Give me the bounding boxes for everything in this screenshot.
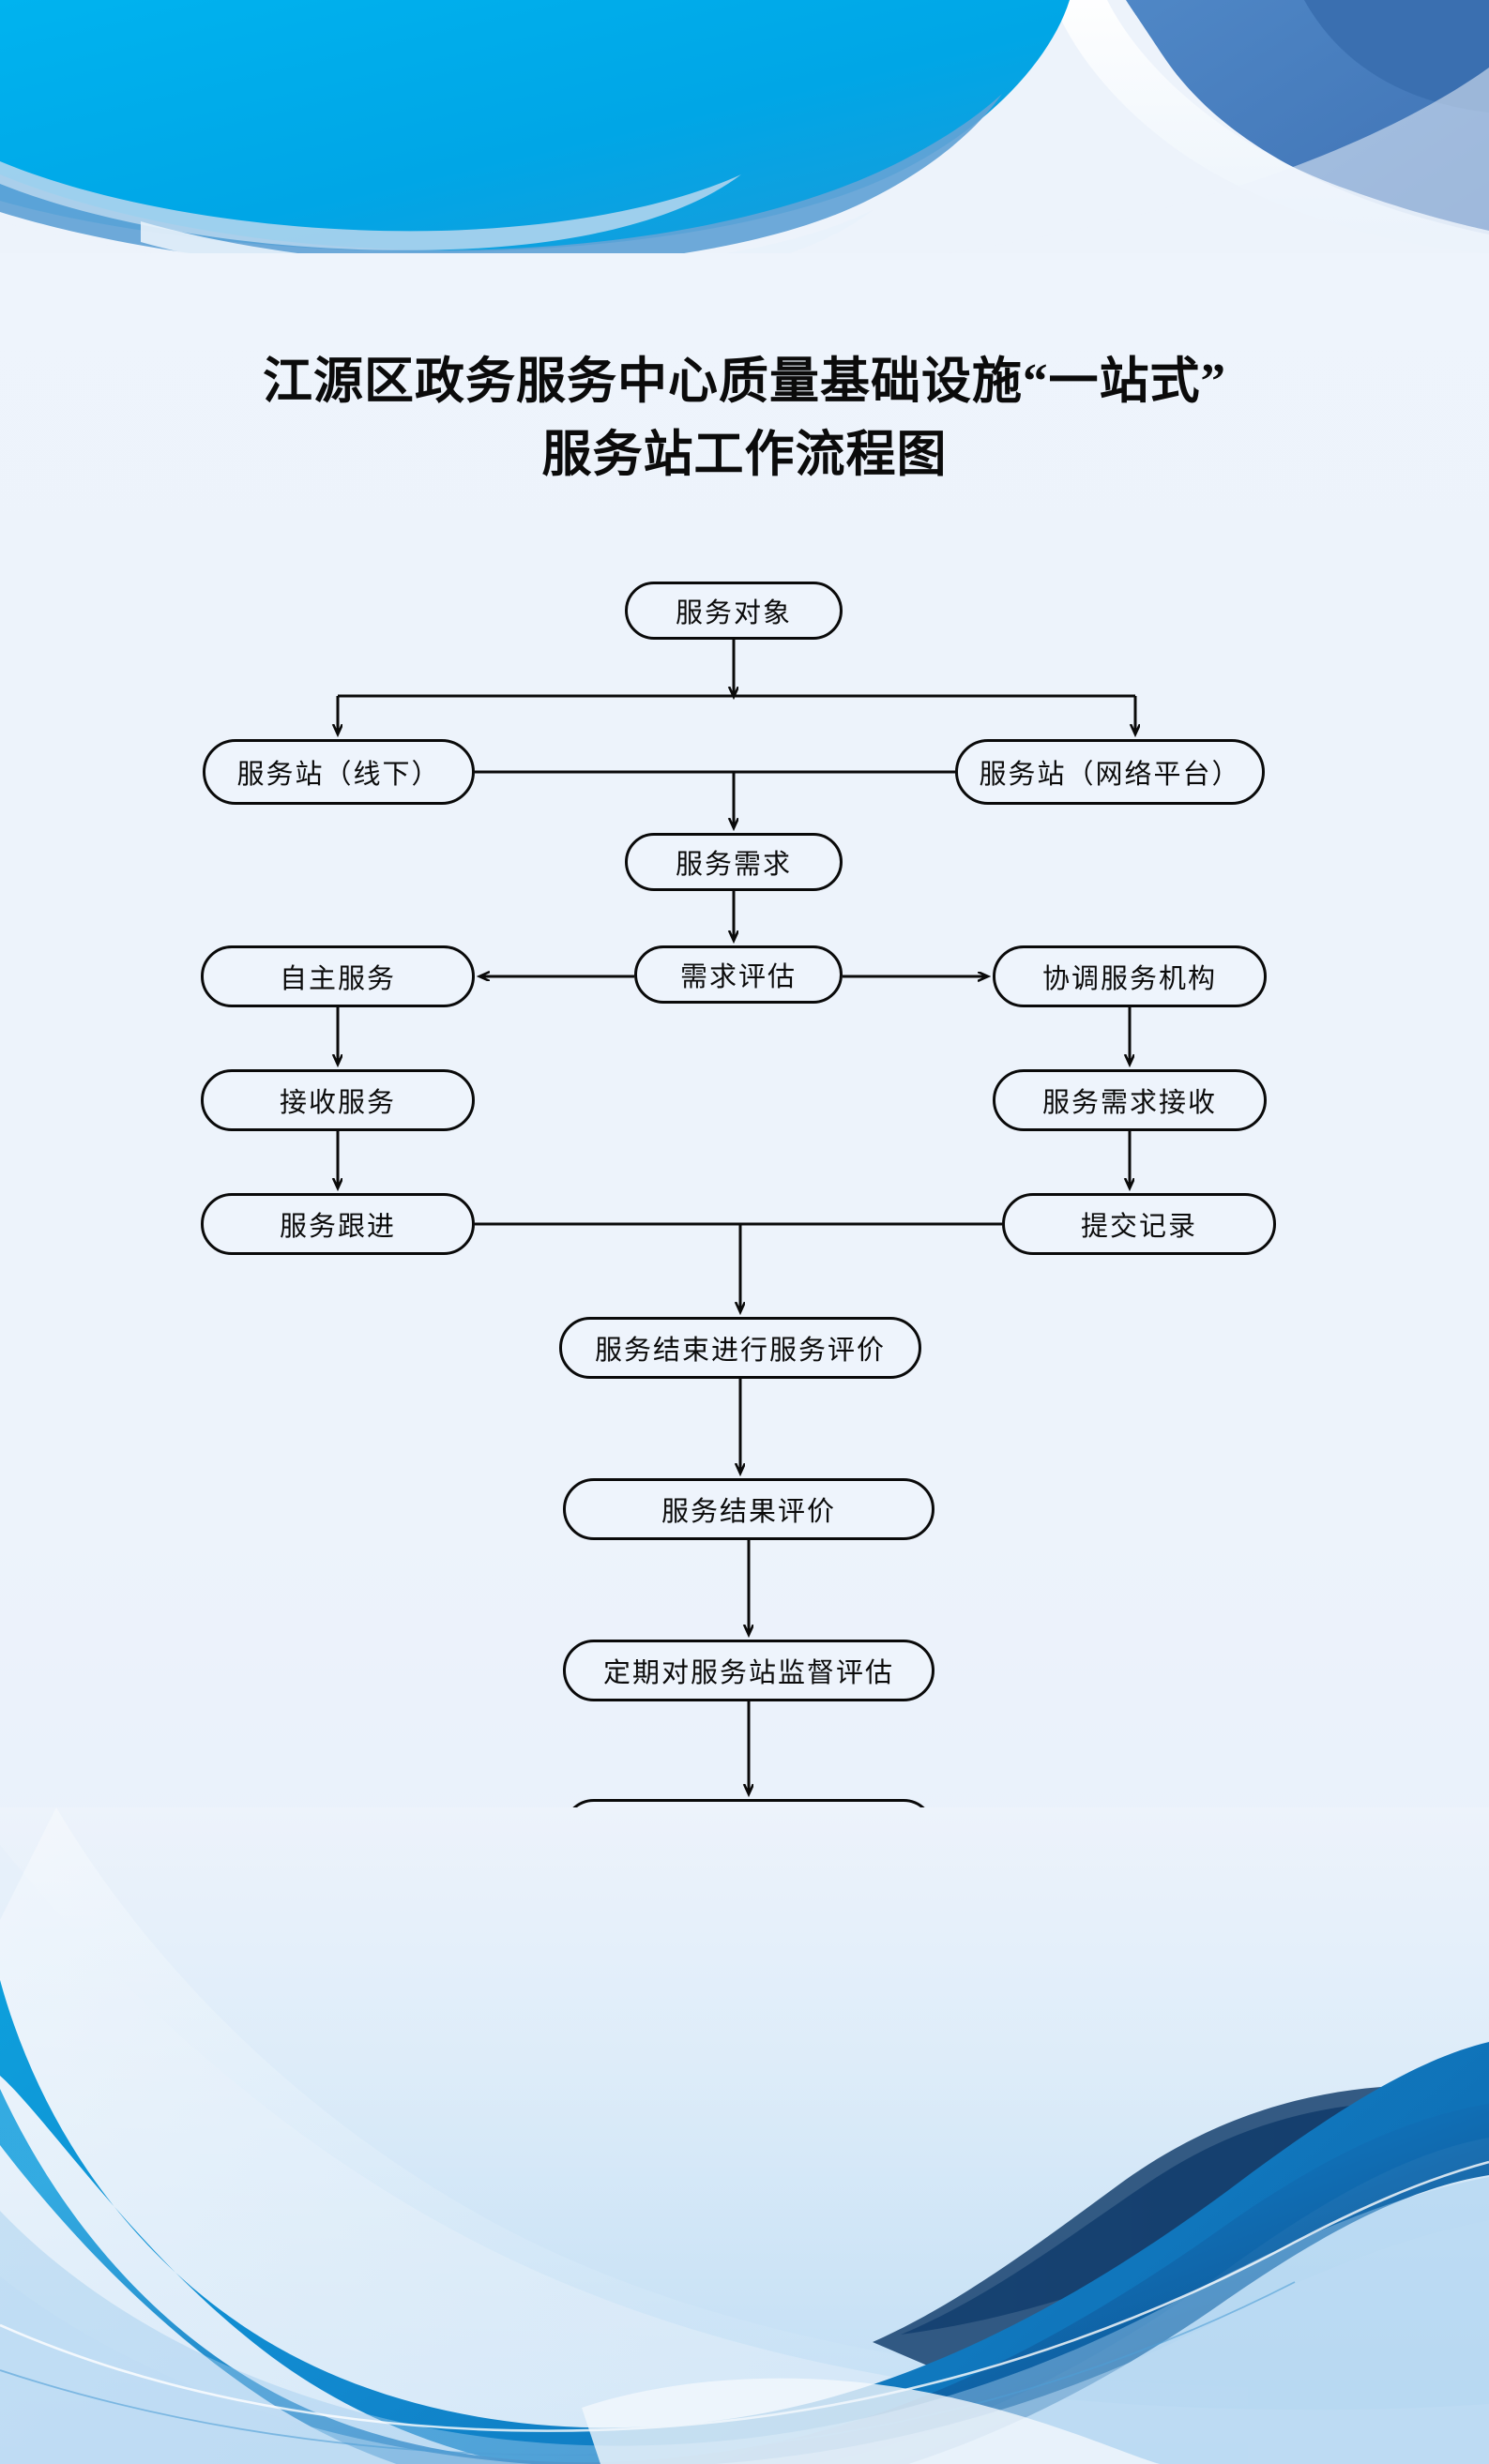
- flow-node-service-demand-reception[interactable]: 服务需求接收: [993, 1069, 1267, 1131]
- title-line-2: 服务站工作流程图: [541, 428, 948, 482]
- flow-node-coordinate-service-agency[interactable]: 协调服务机构: [993, 945, 1267, 1007]
- flow-node-service-follow-up[interactable]: 服务跟进: [201, 1193, 475, 1255]
- flow-node-periodic-supervision-evaluation[interactable]: 定期对服务站监督评估: [563, 1640, 934, 1701]
- title-line-1: 江源区政务服务中心质量基础设施“一站式”: [263, 355, 1226, 409]
- flow-node-self-service[interactable]: 自主服务: [201, 945, 475, 1007]
- poster-title: 江源区政务服务中心质量基础设施“一站式” 服务站工作流程图: [0, 345, 1489, 491]
- flow-node-online-platform-station[interactable]: 服务站（网络平台）: [955, 739, 1265, 805]
- flow-node-submit-record[interactable]: 提交记录: [1002, 1193, 1276, 1255]
- flow-node-accept-service-evaluation[interactable]: 接受服务评估: [563, 1799, 934, 1861]
- flow-node-offline-station[interactable]: 服务站（线下）: [203, 739, 475, 805]
- flow-node-demand-assessment[interactable]: 需求评估: [634, 945, 843, 1004]
- flow-node-service-demand[interactable]: 服务需求: [625, 833, 843, 891]
- flow-node-service-end-evaluation[interactable]: 服务结束进行服务评价: [559, 1317, 921, 1379]
- flow-node-receive-service[interactable]: 接收服务: [201, 1069, 475, 1131]
- flow-node-service-target[interactable]: 服务对象: [625, 582, 843, 640]
- flow-node-service-result-evaluation[interactable]: 服务结果评价: [563, 1478, 934, 1540]
